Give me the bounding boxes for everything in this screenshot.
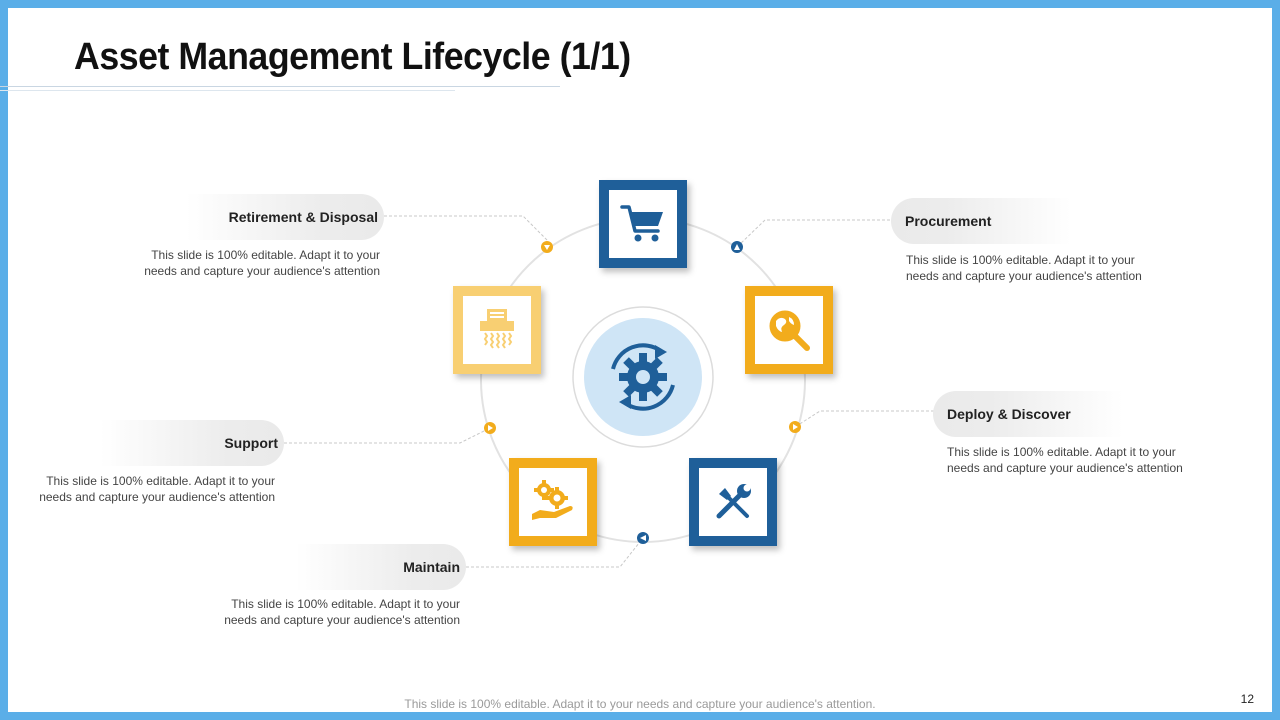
connector-retirement <box>384 215 548 241</box>
title-underline <box>0 86 560 87</box>
shopping-cart-icon <box>620 205 663 242</box>
support-label: Support <box>100 420 284 466</box>
hand-gears-icon <box>532 480 573 520</box>
ring-markers <box>484 241 801 544</box>
maintain-description: This slide is 100% editable. Adapt it to… <box>224 597 460 627</box>
procurement-label: Procurement <box>891 198 1071 244</box>
globe-search-icon <box>769 310 810 351</box>
retirement-label: Retirement & Disposal <box>186 194 384 240</box>
slide-footer: This slide is 100% editable. Adapt it to… <box>404 697 876 711</box>
maintain-icon-box <box>689 458 777 546</box>
deploy-description: This slide is 100% editable. Adapt it to… <box>947 445 1183 475</box>
wrench-screwdriver-icon <box>716 484 751 519</box>
connector-procurement <box>736 219 890 248</box>
procurement-icon-box <box>599 180 687 268</box>
connector-support <box>284 427 491 444</box>
support-icon-box <box>509 458 597 546</box>
connector-maintain <box>466 537 644 568</box>
retirement-icon-box <box>453 286 541 374</box>
deploy-label: Deploy & Discover <box>933 391 1123 437</box>
paper-shredder-icon <box>480 309 514 349</box>
gears-cycle-icon <box>611 343 675 411</box>
title-underline-secondary <box>0 90 455 91</box>
slide-title: Asset Management Lifecycle (1/1) <box>74 36 631 78</box>
procurement-description: This slide is 100% editable. Adapt it to… <box>906 253 1142 283</box>
support-description: This slide is 100% editable. Adapt it to… <box>39 474 275 504</box>
connector-deploy <box>794 410 934 428</box>
maintain-label: Maintain <box>296 544 466 590</box>
page-number: 12 <box>1240 692 1254 706</box>
deploy-icon-box <box>745 286 833 374</box>
retirement-description: This slide is 100% editable. Adapt it to… <box>144 248 380 278</box>
